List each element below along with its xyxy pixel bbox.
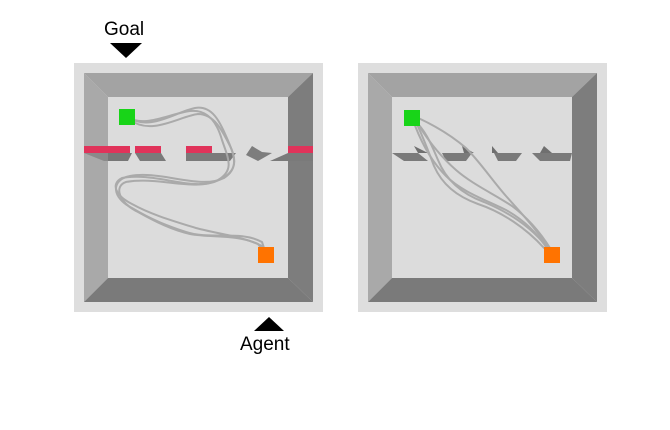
left-barrier-segment	[84, 146, 108, 153]
right-barrier-ledge	[494, 153, 522, 161]
left-trajectories	[114, 106, 267, 255]
right-trajectory-path	[414, 118, 551, 249]
left-barrier-segment	[288, 146, 313, 153]
right-goal-marker	[404, 110, 420, 126]
left-wall-bottom	[84, 278, 313, 302]
agent-label: Agent	[240, 334, 290, 355]
goal-arrow	[110, 43, 142, 58]
right-wall-left	[368, 73, 392, 302]
left-barrier-ledge	[135, 153, 166, 161]
right-wall-bottom	[368, 278, 597, 302]
left-goal-marker	[119, 109, 135, 125]
left-wall-right	[288, 73, 313, 302]
right-maze-panel	[358, 63, 607, 312]
left-barrier-row	[84, 146, 313, 161]
right-barrier-ledge	[540, 146, 552, 153]
right-barrier-row	[392, 146, 572, 161]
right-barrier-ledge	[442, 153, 472, 161]
goal-label: Goal	[104, 19, 145, 40]
right-barrier-ledge	[492, 146, 498, 153]
agent-arrow	[254, 317, 284, 331]
right-wall-right	[572, 73, 597, 302]
left-wall-left	[84, 73, 108, 302]
left-barrier-ledge	[270, 153, 313, 161]
right-wall-top	[368, 73, 597, 97]
left-wall-top	[84, 73, 313, 97]
left-agent-marker	[258, 247, 274, 263]
right-barrier-ledge	[392, 153, 428, 161]
left-barrier-segment	[186, 146, 212, 153]
left-maze-panel	[74, 63, 323, 312]
left-barrier-ledge	[246, 146, 272, 161]
left-barrier-ledge	[108, 153, 132, 161]
left-barrier-segment	[108, 146, 130, 153]
right-agent-marker	[544, 247, 560, 263]
right-barrier-ledge	[414, 146, 428, 153]
right-trajectory-path	[412, 119, 549, 251]
right-barrier-ledge	[532, 153, 572, 161]
right-trajectory-path	[413, 117, 545, 249]
right-trajectories	[411, 116, 551, 251]
left-barrier-segment	[135, 146, 161, 153]
left-barrier-ledge	[186, 153, 236, 161]
left-trajectory-path	[118, 109, 267, 255]
left-trajectory-path	[114, 113, 263, 247]
